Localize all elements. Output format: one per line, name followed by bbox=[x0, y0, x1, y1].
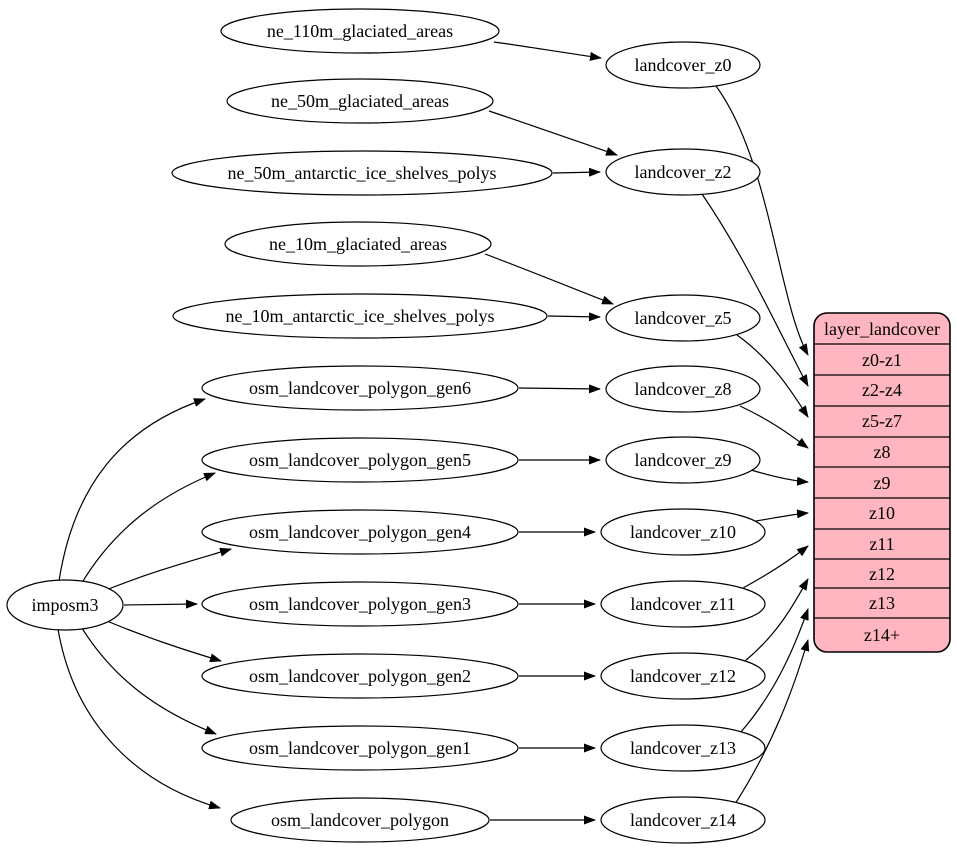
table-row-z12: z12 bbox=[869, 564, 895, 584]
edge-landcover-z5-to-row-z5-z7 bbox=[736, 334, 809, 418]
node-ne-10m-antarctic-ice-shelves-polys: ne_10m_antarctic_ice_shelves_polys bbox=[172, 293, 548, 339]
svg-text:osm_landcover_polygon_gen2: osm_landcover_polygon_gen2 bbox=[249, 666, 471, 686]
node-osm-landcover-polygon-gen5: osm_landcover_polygon_gen5 bbox=[201, 437, 519, 483]
svg-text:landcover_z5: landcover_z5 bbox=[635, 308, 732, 328]
edge-landcover-z14-to-row-z14plus bbox=[734, 639, 810, 805]
svg-text:osm_landcover_polygon_gen1: osm_landcover_polygon_gen1 bbox=[249, 738, 471, 758]
node-landcover-z9: landcover_z9 bbox=[605, 436, 761, 484]
svg-text:ne_10m_glaciated_areas: ne_10m_glaciated_areas bbox=[269, 234, 447, 254]
svg-text:landcover_z8: landcover_z8 bbox=[635, 379, 732, 399]
svg-text:landcover_z12: landcover_z12 bbox=[630, 666, 736, 686]
edge-ne50m-glaciated-to-landcover-z2 bbox=[488, 110, 618, 156]
table-row-z5-z7: z5-z7 bbox=[862, 411, 902, 431]
table-row-z11: z11 bbox=[869, 534, 894, 554]
edge-imposm3-to-gen1 bbox=[79, 624, 217, 735]
node-osm-landcover-polygon-gen2: osm_landcover_polygon_gen2 bbox=[201, 653, 519, 699]
edge-imposm3-to-gen2 bbox=[101, 618, 222, 663]
edge-ne110m-to-landcover-z0 bbox=[493, 41, 602, 61]
table-row-z8: z8 bbox=[874, 442, 891, 462]
svg-text:imposm3: imposm3 bbox=[31, 595, 98, 615]
edge-gen6-to-landcover-z8 bbox=[518, 384, 601, 394]
table-row-z13: z13 bbox=[869, 593, 895, 613]
table-row-z2-z4: z2-z4 bbox=[862, 380, 902, 400]
svg-text:ne_10m_antarctic_ice_shelves_p: ne_10m_antarctic_ice_shelves_polys bbox=[226, 306, 495, 326]
node-layer: imposm3 ne_110m_glaciated_areas ne_50m_g… bbox=[6, 8, 766, 844]
svg-text:osm_landcover_polygon_gen3: osm_landcover_polygon_gen3 bbox=[249, 594, 471, 614]
node-ne-50m-glaciated-areas: ne_50m_glaciated_areas bbox=[226, 78, 494, 124]
node-imposm3: imposm3 bbox=[6, 579, 124, 631]
svg-text:ne_50m_antarctic_ice_shelves_p: ne_50m_antarctic_ice_shelves_polys bbox=[228, 163, 497, 183]
node-landcover-z13: landcover_z13 bbox=[600, 724, 766, 772]
table-row-z0-z1: z0-z1 bbox=[862, 350, 902, 370]
node-ne-50m-antarctic-ice-shelves-polys: ne_50m_antarctic_ice_shelves_polys bbox=[171, 150, 553, 196]
svg-text:landcover_z13: landcover_z13 bbox=[630, 738, 736, 758]
svg-text:landcover_z10: landcover_z10 bbox=[630, 522, 736, 542]
svg-text:osm_landcover_polygon: osm_landcover_polygon bbox=[271, 810, 449, 830]
node-landcover-z10: landcover_z10 bbox=[600, 508, 766, 556]
edge-landcover-z10-to-row-z10 bbox=[755, 509, 809, 522]
edge-layer bbox=[57, 41, 810, 825]
node-landcover-z5: landcover_z5 bbox=[605, 294, 761, 342]
edge-imposm3-to-gen5 bbox=[79, 472, 216, 587]
svg-text:ne_50m_glaciated_areas: ne_50m_glaciated_areas bbox=[271, 91, 449, 111]
edge-landcover-z8-to-row-z8 bbox=[739, 405, 809, 449]
node-osm-landcover-polygon-gen6: osm_landcover_polygon_gen6 bbox=[201, 365, 519, 411]
svg-text:landcover_z2: landcover_z2 bbox=[635, 162, 732, 182]
node-osm-landcover-polygon-gen1: osm_landcover_polygon_gen1 bbox=[201, 725, 519, 771]
table-row-z9: z9 bbox=[874, 473, 891, 493]
edge-landcover-z0-to-row-z0-z1 bbox=[715, 85, 809, 356]
edge-imposm3-to-gen3 bbox=[123, 599, 198, 609]
node-landcover-z0: landcover_z0 bbox=[605, 41, 761, 89]
svg-text:landcover_z14: landcover_z14 bbox=[630, 810, 736, 830]
svg-text:landcover_z0: landcover_z0 bbox=[635, 55, 732, 75]
node-osm-landcover-polygon-gen3: osm_landcover_polygon_gen3 bbox=[201, 581, 519, 627]
svg-text:landcover_z9: landcover_z9 bbox=[635, 450, 732, 470]
edge-imposm3-to-gen4 bbox=[100, 547, 232, 593]
svg-text:landcover_z11: landcover_z11 bbox=[630, 594, 735, 614]
node-ne-110m-glaciated-areas: ne_110m_glaciated_areas bbox=[220, 8, 500, 54]
layer-landcover-table: layer_landcover z0-z1 z2-z4 z5-z7 z8 z9 … bbox=[813, 312, 951, 653]
node-landcover-z12: landcover_z12 bbox=[600, 652, 766, 700]
edge-landcover-z12-to-row-z12 bbox=[744, 578, 809, 662]
edge-ne50m-antarctic-to-landcover-z2 bbox=[552, 167, 601, 177]
edge-imposm3-to-polygon bbox=[57, 628, 221, 810]
svg-text:osm_landcover_polygon_gen4: osm_landcover_polygon_gen4 bbox=[249, 522, 471, 542]
table-row-z14plus: z14+ bbox=[864, 625, 900, 645]
node-ne-10m-glaciated-areas: ne_10m_glaciated_areas bbox=[224, 221, 492, 267]
node-landcover-z8: landcover_z8 bbox=[605, 365, 761, 413]
svg-text:osm_landcover_polygon_gen5: osm_landcover_polygon_gen5 bbox=[249, 450, 471, 470]
node-osm-landcover-polygon: osm_landcover_polygon bbox=[230, 797, 490, 843]
edge-ne10m-antarctic-to-landcover-z5 bbox=[547, 312, 601, 322]
node-osm-landcover-polygon-gen4: osm_landcover_polygon_gen4 bbox=[201, 509, 519, 555]
edge-imposm3-to-gen6 bbox=[58, 398, 206, 582]
svg-text:osm_landcover_polygon_gen6: osm_landcover_polygon_gen6 bbox=[249, 378, 471, 398]
node-landcover-z2: landcover_z2 bbox=[605, 148, 761, 196]
node-landcover-z11: landcover_z11 bbox=[600, 580, 766, 628]
edge-landcover-z9-to-row-z9 bbox=[750, 469, 809, 486]
table-title: layer_landcover bbox=[824, 319, 940, 339]
svg-text:ne_110m_glaciated_areas: ne_110m_glaciated_areas bbox=[267, 21, 453, 41]
edge-landcover-z11-to-row-z11 bbox=[742, 545, 809, 589]
edge-landcover-z13-to-row-z13 bbox=[739, 608, 809, 734]
edge-landcover-z2-to-row-z2-z4 bbox=[701, 193, 809, 387]
edge-ne10m-glaciated-to-landcover-z5 bbox=[484, 253, 614, 305]
node-landcover-z14: landcover_z14 bbox=[600, 796, 766, 844]
table-row-z10: z10 bbox=[869, 503, 895, 523]
